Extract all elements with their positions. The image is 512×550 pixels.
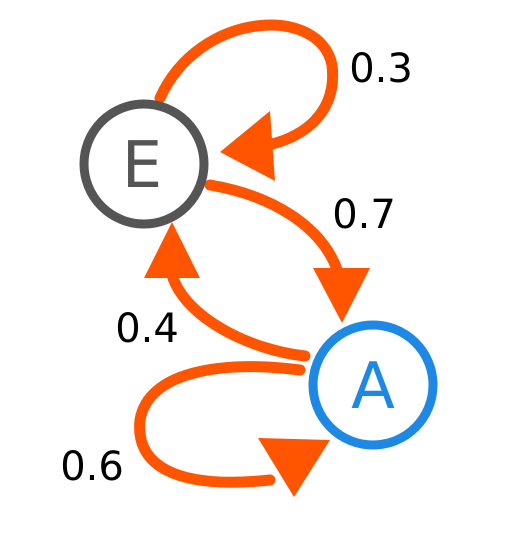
edge-e-to-a-arrowhead [313, 268, 370, 323]
edge-a-to-a [134, 361, 330, 497]
node-a-label: A [351, 350, 395, 424]
edge-e-to-e-arrowhead [220, 111, 275, 181]
node-a: A [308, 320, 438, 450]
edge-a-to-a-line [134, 361, 306, 488]
edge-e-to-e-label: 0.3 [349, 46, 413, 92]
edge-e-to-a-label: 0.7 [332, 192, 396, 238]
edge-e-to-a [204, 179, 370, 323]
edge-a-to-a-label: 0.6 [60, 444, 124, 490]
node-e: E [79, 99, 209, 229]
edge-e-to-e-line [154, 19, 339, 152]
node-e-label: E [122, 129, 162, 203]
node-e-circle [79, 99, 209, 229]
edge-a-to-e-arrowhead [144, 222, 200, 278]
edge-e-to-e [154, 19, 339, 181]
node-a-circle [308, 320, 438, 450]
edge-a-to-e [144, 222, 311, 362]
edge-a-to-a-arrowhead [258, 438, 330, 497]
edge-e-to-a-line [204, 179, 344, 278]
edge-a-to-e-line [166, 269, 311, 362]
edge-a-to-e-label: 0.4 [115, 306, 179, 352]
